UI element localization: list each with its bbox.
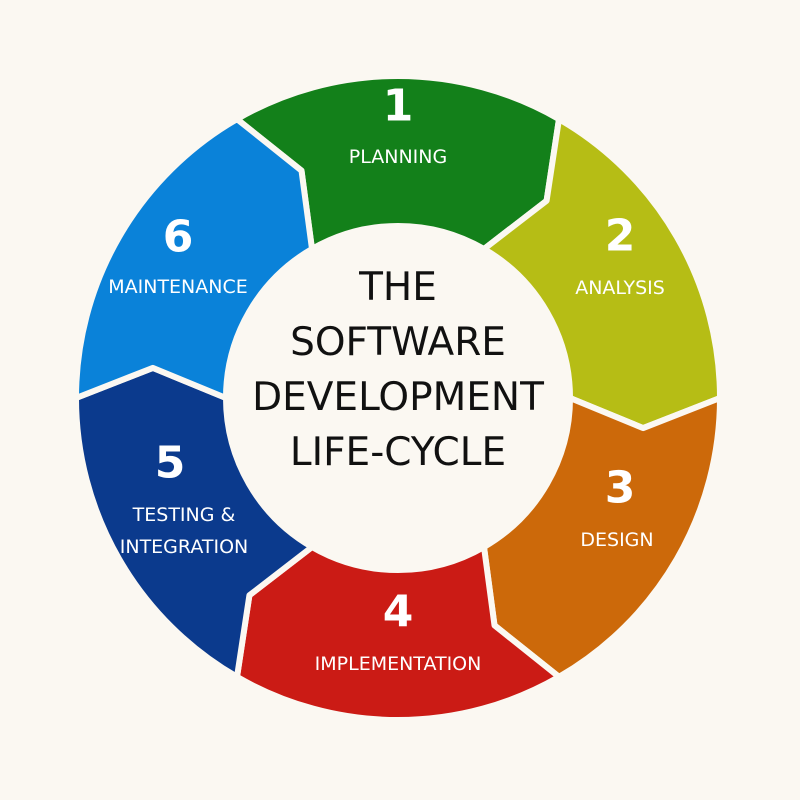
- title-line: LIFE-CYCLE: [289, 430, 507, 475]
- stage-number-3: 3: [604, 462, 636, 514]
- label-line: TESTING &: [132, 504, 236, 526]
- segment-maintenance: [73, 116, 315, 401]
- title-line: THE: [359, 265, 437, 310]
- stage-label-testing: TESTING & INTEGRATION: [120, 499, 248, 563]
- stage-number-1: 1: [382, 80, 414, 132]
- stage-label-implementation: IMPLEMENTATION: [314, 653, 482, 675]
- title-line: DEVELOPMENT: [252, 375, 544, 420]
- label-line: INTEGRATION: [119, 536, 249, 558]
- stage-label-maintenance: MAINTENANCE: [108, 276, 248, 298]
- stage-label-design: DESIGN: [580, 529, 654, 551]
- center-circle: [228, 228, 568, 568]
- title-line: SOFTWARE: [290, 320, 506, 365]
- stage-number-5: 5: [154, 437, 186, 489]
- stage-number-2: 2: [604, 210, 636, 262]
- stage-number-6: 6: [162, 211, 194, 263]
- stage-label-planning: PLANNING: [348, 146, 448, 168]
- stage-number-4: 4: [382, 586, 414, 638]
- stage-label-analysis: ANALYSIS: [575, 277, 665, 299]
- center-title: THE SOFTWARE DEVELOPMENT LIFE-CYCLE: [252, 260, 544, 480]
